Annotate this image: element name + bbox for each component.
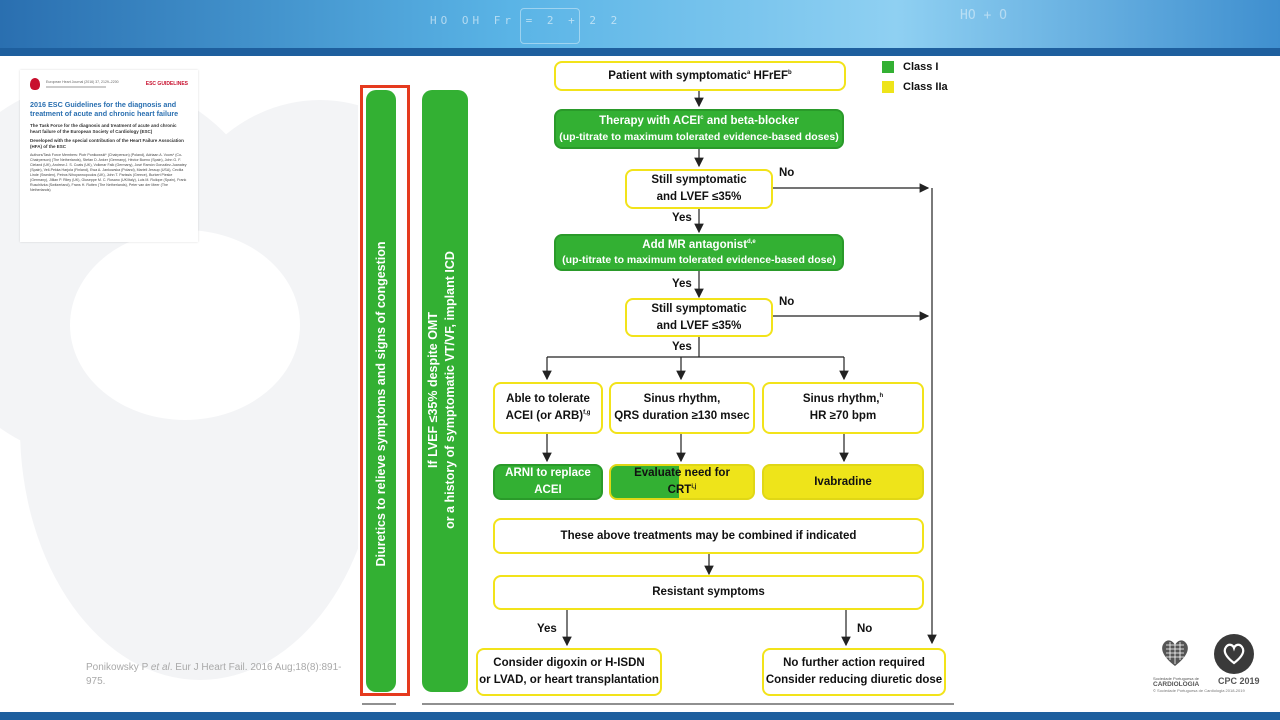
edge-label-no-1: No bbox=[779, 167, 795, 179]
edge-label-no-2: No bbox=[779, 296, 795, 308]
node-sinus-hr: Sinus rhythm,h HR ≥70 bpm bbox=[762, 382, 924, 434]
legend: Class I Class IIa bbox=[882, 61, 948, 101]
node-evaluate-crt: Evaluate need for CRTi,j bbox=[609, 464, 755, 500]
cpc-logo bbox=[1214, 634, 1254, 674]
citation-rest: . Eur J Heart Fail. 2016 Aug;18(8):891-9… bbox=[86, 662, 342, 687]
footer-bar bbox=[0, 712, 1280, 720]
node-no-further-action: No further action required Consider redu… bbox=[762, 648, 946, 696]
node-combined: These above treatments may be combined i… bbox=[493, 518, 924, 554]
legend-swatch-class-i bbox=[882, 61, 894, 73]
node-tolerate-acei: Able to tolerate ACEI (or ARB)f,g bbox=[493, 382, 603, 434]
citation: Ponikowsky P et al. Eur J Heart Fail. 20… bbox=[86, 661, 346, 689]
esc-logo-icon bbox=[30, 78, 40, 90]
edge-label-yes-1: Yes bbox=[672, 212, 692, 224]
banner-stripe bbox=[0, 48, 1280, 56]
legend-label-class-iia: Class IIa bbox=[903, 81, 948, 93]
edge-label-yes-2: Yes bbox=[672, 278, 692, 290]
highlight-frame bbox=[360, 85, 410, 696]
node-sinus-qrs: Sinus rhythm, QRS duration ≥130 msec bbox=[609, 382, 755, 434]
node-patient-hfref: Patient with symptomatica HFrEFb bbox=[554, 61, 846, 91]
icd-bar bbox=[422, 90, 468, 692]
header-banner: HO OH Fr = 2 + 2 2 HO + O bbox=[0, 0, 1280, 56]
cpc-heart-icon bbox=[1223, 643, 1245, 665]
citation-etal: et al bbox=[150, 662, 170, 673]
node-resistant: Resistant symptoms bbox=[493, 575, 924, 610]
journal-line: European Heart Journal (2016) 37, 2129–2… bbox=[46, 80, 119, 84]
legend-label-class-i: Class I bbox=[903, 61, 939, 73]
edge-label-no-3: No bbox=[857, 623, 873, 635]
spc-heart-icon bbox=[1162, 640, 1188, 666]
edge-label-yes-3: Yes bbox=[672, 341, 692, 353]
banner-formula: HO OH Fr = 2 + 2 2 bbox=[430, 14, 622, 27]
citation-authors: Ponikowsky P bbox=[86, 662, 151, 673]
molecule-decoration bbox=[520, 8, 580, 44]
node-arni: ARNI to replace ACEI bbox=[493, 464, 603, 500]
legend-class-iia: Class IIa bbox=[882, 81, 948, 93]
spc-logo-subtext: © Sociedade Portuguesa de Cardiologia 20… bbox=[1153, 688, 1245, 693]
banner-formula-2: HO + O bbox=[960, 8, 1007, 23]
cpc-logo-text: CPC 2019 bbox=[1218, 676, 1260, 686]
node-still-symptomatic-2: Still symptomatic and LVEF ≤35% bbox=[625, 298, 773, 337]
paper-subtitle: The Task Force for the diagnosis and tre… bbox=[30, 122, 177, 134]
legend-class-i: Class I bbox=[882, 61, 948, 73]
esc-guidelines-tag: ESC GUIDELINES bbox=[145, 81, 188, 87]
legend-swatch-class-iia bbox=[882, 81, 894, 93]
node-mr-antagonist: Add MR antagonistd,e (up-titrate to maxi… bbox=[554, 234, 844, 271]
node-ivabradine: Ivabradine bbox=[762, 464, 924, 500]
edge-label-yes-4: Yes bbox=[537, 623, 557, 635]
paper-subtitle-2: Developed with the special contribution … bbox=[30, 138, 184, 150]
node-acei-betablocker: Therapy with ACEIc and beta-blocker (up-… bbox=[554, 109, 844, 149]
guideline-paper-thumbnail: European Heart Journal (2016) 37, 2129–2… bbox=[20, 70, 198, 242]
diuretics-bar bbox=[366, 90, 396, 692]
spc-logo-text: Sociedade Portuguesa de CARDIOLOGIA bbox=[1153, 676, 1200, 688]
node-digoxin: Consider digoxin or H-ISDN or LVAD, or h… bbox=[476, 648, 662, 696]
paper-title: 2016 ESC Guidelines for the diagnosis an… bbox=[30, 100, 179, 119]
paper-authors: Authors/Task Force Members: Piotr Poniko… bbox=[30, 153, 187, 193]
node-still-symptomatic-1: Still symptomatic and LVEF ≤35% bbox=[625, 169, 773, 209]
